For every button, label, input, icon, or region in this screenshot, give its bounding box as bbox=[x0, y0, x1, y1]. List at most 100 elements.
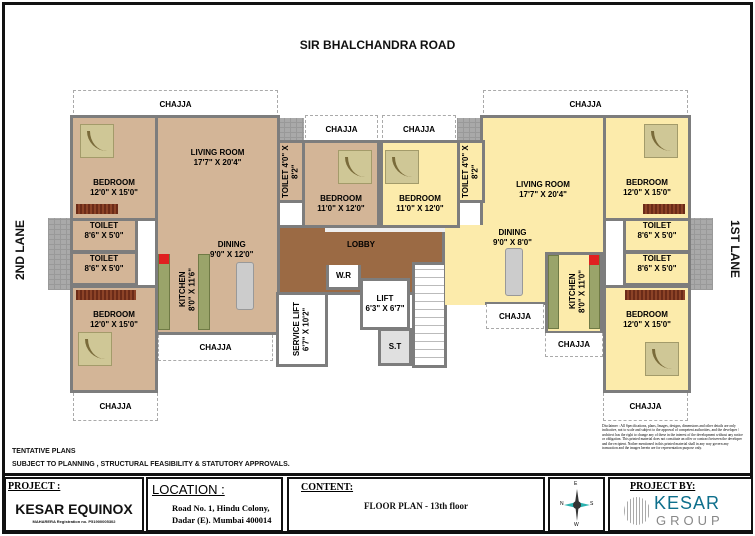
lobby-window bbox=[325, 228, 445, 232]
wardrobe-icon bbox=[625, 290, 685, 300]
logo-text-group: GROUP bbox=[656, 513, 724, 528]
chajja-label: CHAJJA bbox=[199, 343, 232, 352]
toilet-size: 8'6" X 5'0" bbox=[84, 263, 124, 273]
left-shaft bbox=[278, 118, 304, 143]
left-living-dining: LIVING ROOM 17'7" X 20'4" bbox=[155, 115, 280, 335]
compass-bottom: W bbox=[574, 522, 579, 528]
toilet-name: TOILET bbox=[89, 254, 119, 263]
project-by-label: PROJECT BY: bbox=[630, 481, 696, 492]
compass-right: S bbox=[590, 501, 594, 507]
living-room-size: 17'7" X 20'4" bbox=[519, 189, 567, 199]
right-chajja-dining: CHAJJA bbox=[486, 304, 544, 329]
chajja-label: CHAJJA bbox=[557, 340, 590, 349]
kitchen-counter bbox=[589, 255, 600, 329]
bedroom-name: BEDROOM bbox=[626, 310, 668, 319]
title-block-divider bbox=[3, 473, 752, 476]
chajja-label: CHAJJA bbox=[629, 402, 662, 411]
chajja-label: CHAJJA bbox=[159, 99, 192, 109]
maharera-registration: MAHARERA Registration no. P51900005302 bbox=[32, 519, 116, 524]
chajja-label: CHAJJA bbox=[569, 99, 602, 109]
location-line-2: Dadar (E). Mumbai 400014 bbox=[172, 515, 272, 525]
lift: LIFT 6'3" X 6'7" bbox=[360, 278, 410, 330]
content-label: CONTENT: bbox=[301, 482, 354, 493]
bed-icon bbox=[338, 150, 372, 184]
bedroom-name: BEDROOM bbox=[93, 178, 135, 188]
living-room-size: 17'7" X 20'4" bbox=[193, 157, 242, 167]
dining-table-icon bbox=[236, 262, 254, 310]
left-dining-label: DINING 9'0" X 12'0" bbox=[210, 240, 253, 259]
bedroom-name: BEDROOM bbox=[320, 194, 362, 204]
kesar-group-logo: KESAR GROUP bbox=[624, 493, 744, 531]
bedroom-name: BEDROOM bbox=[399, 194, 441, 204]
bed-icon bbox=[80, 124, 114, 158]
toilet-label: TOILET 4'0" X 8'2" bbox=[461, 145, 480, 198]
bedroom-size: 11'0" X 12'0" bbox=[396, 204, 444, 213]
right-shaft bbox=[457, 118, 483, 143]
location-line-1: Road No. 1, Hindu Colony, bbox=[172, 503, 270, 513]
wardrobe-icon bbox=[643, 204, 685, 214]
toilet-name: TOILET bbox=[642, 221, 672, 230]
right-dining-label: DINING 9'0" X 8'0" bbox=[493, 228, 532, 247]
bedroom-name: BEDROOM bbox=[93, 310, 135, 319]
disclaimer: Disclaimer : All Specifications, plans, … bbox=[602, 424, 743, 451]
wr-label: W.R bbox=[335, 271, 352, 281]
toilet-name: TOILET bbox=[642, 254, 672, 263]
bedroom-size: 12'0" X 15'0" bbox=[90, 319, 138, 329]
logo-mark-icon bbox=[624, 497, 650, 525]
left-chajja-mid: CHAJJA bbox=[305, 115, 378, 143]
road-label-top: SIR BHALCHANDRA ROAD bbox=[299, 38, 456, 52]
lift-name: LIFT bbox=[376, 294, 394, 304]
project-name: KESAR EQUINOX bbox=[15, 501, 133, 517]
compass-cell: E N S W bbox=[548, 477, 605, 532]
location-cell: LOCATION : Road No. 1, Hindu Colony, Dad… bbox=[146, 477, 283, 532]
left-chajja-kitchen: CHAJJA bbox=[158, 335, 273, 361]
right-chajja-bottom: CHAJJA bbox=[603, 393, 688, 421]
lobby-label: LOBBY bbox=[347, 240, 375, 250]
toilet-size: 8'6" X 5'0" bbox=[637, 263, 677, 273]
bedroom-size: 12'0" X 15'0" bbox=[623, 319, 671, 329]
wardrobe-icon bbox=[76, 290, 136, 300]
toilet-name: TOILET bbox=[89, 221, 119, 230]
wr-room: W.R bbox=[326, 265, 361, 290]
right-chajja-kitchen: CHAJJA bbox=[545, 333, 603, 357]
left-side-block bbox=[48, 218, 73, 290]
right-bedroom-bottom: BEDROOM 12'0" X 15'0" bbox=[603, 285, 691, 393]
chajja-label: CHAJJA bbox=[99, 402, 132, 411]
st-label: S.T bbox=[388, 342, 402, 352]
stove-icon bbox=[159, 254, 169, 264]
left-toilet-1: TOILET 8'6" X 5'0" bbox=[70, 218, 138, 253]
bed-icon bbox=[645, 342, 679, 376]
approvals-note: SUBJECT TO PLANNING , STRUCTURAL FEASIBI… bbox=[12, 461, 290, 468]
logo-text-kesar: KESAR bbox=[654, 493, 721, 513]
living-room-name: LIVING ROOM bbox=[190, 148, 245, 157]
content-cell: CONTENT: FLOOR PLAN - 13th floor bbox=[287, 477, 545, 532]
kitchen-counter bbox=[548, 255, 559, 329]
project-label: PROJECT : bbox=[8, 481, 61, 492]
toilet-label: TOILET 4'0" X 8'2" bbox=[281, 145, 300, 198]
right-chajja-mid: CHAJJA bbox=[382, 115, 456, 143]
toilet-size: 8'6" X 5'0" bbox=[637, 230, 677, 240]
chajja-label: CHAJJA bbox=[325, 124, 358, 134]
toilet-size: 8'6" X 5'0" bbox=[84, 230, 124, 240]
lift-size: 6'3" X 6'7" bbox=[365, 304, 405, 313]
compass-top: E bbox=[574, 481, 578, 487]
left-bedroom-bottom: BEDROOM 12'0" X 15'0" bbox=[70, 285, 158, 393]
right-dining-area bbox=[445, 225, 485, 305]
dining-name: DINING bbox=[498, 228, 527, 237]
bed-icon bbox=[385, 150, 419, 184]
dining-size: 9'0" X 8'0" bbox=[493, 237, 532, 247]
left-toilet-2: TOILET 8'6" X 5'0" bbox=[70, 251, 138, 286]
st-room: S.T bbox=[378, 328, 412, 366]
staircase bbox=[412, 262, 447, 368]
bed-icon bbox=[78, 332, 112, 366]
location-label: LOCATION : bbox=[152, 482, 225, 497]
dining-table-icon bbox=[505, 248, 523, 296]
left-chajja-bottom: CHAJJA bbox=[73, 393, 158, 421]
dining-name: DINING bbox=[217, 240, 246, 249]
left-toilet-small: TOILET 4'0" X 8'2" bbox=[277, 140, 305, 203]
chajja-label: CHAJJA bbox=[402, 124, 435, 134]
